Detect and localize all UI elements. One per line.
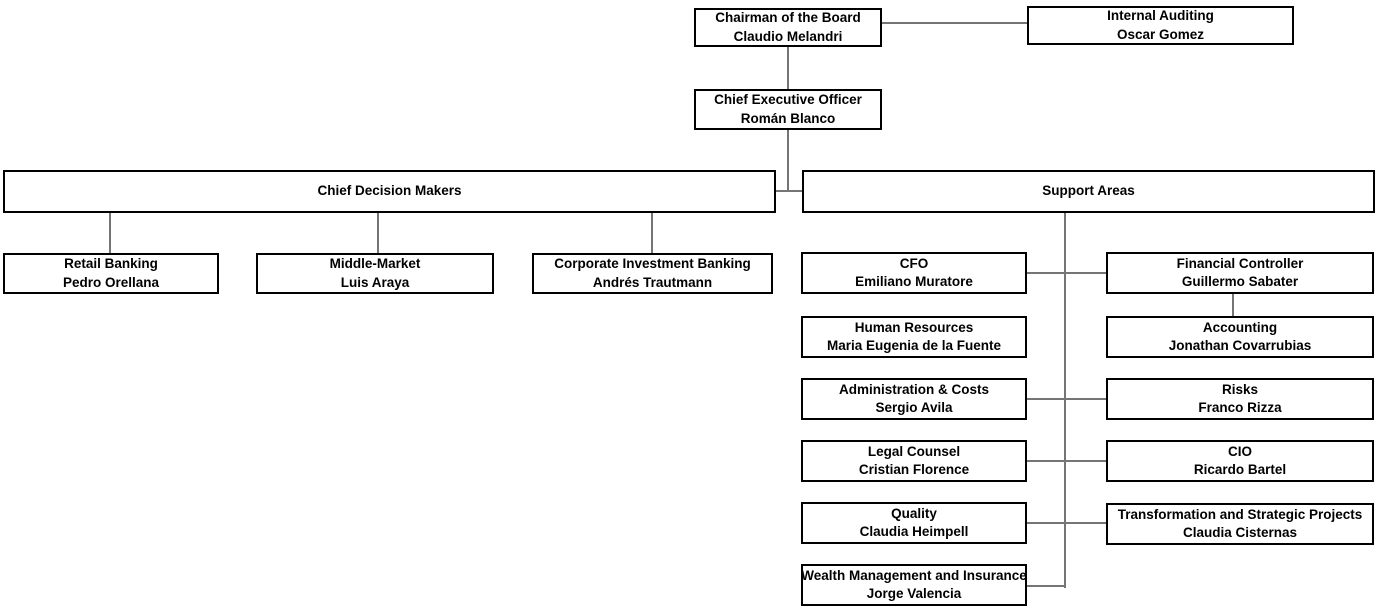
node-title: Administration & Costs — [838, 381, 989, 397]
node-title: CIO — [1227, 443, 1252, 459]
node-person-name: Jonathan Covarrubias — [1168, 338, 1312, 353]
connector-quality-transformation — [1026, 522, 1106, 524]
connector-chairman-ceo — [787, 46, 789, 90]
node-person-name: Guillermo Sabater — [1181, 274, 1299, 289]
org-node-risks[interactable]: Risks Franco Rizza — [1106, 378, 1374, 420]
connector-administration-risks — [1026, 398, 1106, 400]
node-person-name: Andrés Trautmann — [592, 274, 713, 290]
org-node-quality[interactable]: Quality Claudia Heimpell — [801, 502, 1027, 544]
node-title: Accounting — [1202, 319, 1278, 335]
connector-cdm-corporate-investment-banking — [651, 212, 653, 253]
connector-ceo-drop — [787, 129, 789, 192]
node-person-name: Ricardo Bartel — [1193, 462, 1287, 477]
node-person-name: Emiliano Muratore — [855, 274, 973, 289]
org-node-human-resources[interactable]: Human Resources Maria Eugenia de la Fuen… — [801, 316, 1027, 358]
node-person-name: Claudia Heimpell — [859, 524, 969, 539]
node-title: Middle-Market — [329, 256, 421, 271]
connector-support-areas-spine — [1064, 212, 1066, 588]
org-node-cio[interactable]: CIO Ricardo Bartel — [1106, 440, 1374, 482]
org-node-financial-controller[interactable]: Financial Controller Guillermo Sabater — [1106, 252, 1374, 294]
node-person-name: Oscar Gomez — [1116, 26, 1205, 42]
node-title: Financial Controller — [1176, 255, 1304, 271]
connector-chairman-internal-auditing — [882, 22, 1027, 24]
node-title: Corporate Investment Banking — [554, 256, 751, 271]
org-node-internal-auditing[interactable]: Internal Auditing Oscar Gomez — [1027, 6, 1294, 45]
org-node-ceo[interactable]: Chief Executive Officer Román Blanco — [694, 89, 882, 130]
org-node-support-areas[interactable]: Support Areas — [802, 170, 1375, 213]
node-title: Support Areas — [1042, 183, 1135, 199]
org-node-middle-market[interactable]: Middle-Market Luis Araya — [256, 253, 494, 294]
node-title: Legal Counsel — [867, 443, 961, 459]
node-person-name: Claudio Melandri — [733, 28, 843, 44]
node-person-name: Luis Araya — [340, 274, 410, 290]
org-node-accounting[interactable]: Accounting Jonathan Covarrubias — [1106, 316, 1374, 358]
node-person-name: Pedro Orellana — [62, 274, 160, 290]
node-title: Internal Auditing — [1107, 8, 1214, 23]
connector-cdm-middle-market — [377, 212, 379, 253]
node-title: Chief Decision Makers — [317, 183, 462, 199]
node-title: Wealth Management and Insurance — [801, 567, 1027, 583]
org-node-wealth-management-insurance[interactable]: Wealth Management and Insurance Jorge Va… — [801, 564, 1027, 606]
node-title: CFO — [899, 255, 929, 271]
connector-financial-controller-accounting — [1232, 293, 1234, 316]
node-title: Chairman of the Board — [715, 10, 861, 25]
org-node-transformation-strategic-projects[interactable]: Transformation and Strategic Projects Cl… — [1106, 503, 1374, 545]
node-person-name: Franco Rizza — [1198, 400, 1282, 415]
connector-wealth-spine — [1026, 585, 1066, 587]
org-node-chief-decision-makers[interactable]: Chief Decision Makers — [3, 170, 776, 213]
org-node-legal-counsel[interactable]: Legal Counsel Cristian Florence — [801, 440, 1027, 482]
org-node-cfo[interactable]: CFO Emiliano Muratore — [801, 252, 1027, 294]
connector-cfo-financial-controller — [1026, 272, 1106, 274]
org-node-retail-banking[interactable]: Retail Banking Pedro Orellana — [3, 253, 219, 294]
node-title: Retail Banking — [64, 256, 158, 271]
node-person-name: Maria Eugenia de la Fuente — [826, 338, 1002, 353]
node-person-name: Claudia Cisternas — [1182, 525, 1298, 540]
org-node-chairman[interactable]: Chairman of the Board Claudio Melandri — [694, 8, 882, 47]
node-title: Risks — [1221, 381, 1259, 397]
connector-legal-cio — [1026, 460, 1106, 462]
node-title: Quality — [891, 505, 937, 521]
node-person-name: Sergio Avila — [875, 400, 953, 415]
node-person-name: Román Blanco — [740, 110, 836, 126]
node-person-name: Cristian Florence — [858, 462, 970, 477]
connector-cdm-support-tee — [775, 190, 803, 192]
node-title: Human Resources — [854, 319, 974, 335]
org-node-administration-costs[interactable]: Administration & Costs Sergio Avila — [801, 378, 1027, 420]
org-node-corporate-investment-banking[interactable]: Corporate Investment Banking Andrés Trau… — [532, 253, 773, 294]
node-title: Transformation and Strategic Projects — [1117, 506, 1363, 522]
connector-cdm-retail-banking — [109, 212, 111, 253]
node-person-name: Jorge Valencia — [866, 586, 962, 601]
node-title: Chief Executive Officer — [714, 92, 862, 107]
